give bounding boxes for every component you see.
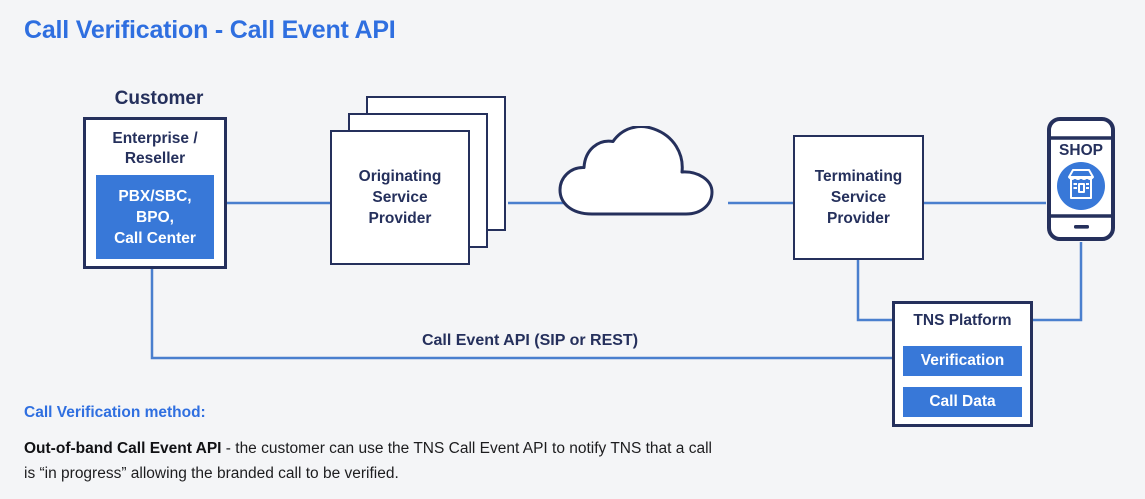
customer-box[interactable]: Enterprise / Reseller PBX/SBC, BPO, Call…: [83, 117, 227, 269]
pbx-line-3: Call Center: [114, 229, 196, 247]
osp-line-1: Originating: [358, 168, 442, 185]
footer-heading: Call Verification method:: [24, 404, 206, 421]
storefront-icon: [1068, 169, 1094, 199]
footer-body-bold: Out-of-band Call Event API: [24, 440, 222, 457]
footer-body: Out-of-band Call Event API - the custome…: [24, 436, 724, 486]
pbx-line-2: BPO,: [136, 208, 174, 226]
consumer-device-group[interactable]: SHOP: [1046, 116, 1116, 242]
phone-home-bar: [1074, 225, 1089, 229]
call-event-api-line-label: Call Event API (SIP or REST): [421, 332, 639, 349]
tns-module-verification[interactable]: Verification: [903, 346, 1022, 376]
tns-platform-title: TNS Platform: [913, 312, 1012, 329]
tsp-label: Terminating Service Provider: [815, 166, 903, 229]
wire-tsp-to-tns: [856, 260, 892, 322]
osp-line-3: Provider: [368, 210, 432, 227]
network-cloud-group: [552, 125, 742, 221]
shop-badge-circle: [1057, 162, 1105, 210]
page-title: Call Verification - Call Event API: [24, 16, 396, 44]
tsp-line-1: Terminating: [814, 168, 903, 185]
enterprise-line-2: Reseller: [124, 150, 186, 167]
pbx-sbc-bpo-call-center-box[interactable]: PBX/SBC, BPO, Call Center: [96, 175, 214, 259]
tsp-line-2: Service: [830, 189, 887, 206]
tsp-line-3: Provider: [827, 210, 890, 227]
cloud-icon: [558, 125, 714, 216]
enterprise-reseller-label: Enterprise / Reseller: [86, 129, 224, 169]
terminating-service-provider-box[interactable]: Terminating Service Provider: [793, 135, 924, 260]
tns-module-call-data[interactable]: Call Data: [903, 387, 1022, 417]
footer-body-rest: - the customer can use the TNS Call Even…: [24, 440, 712, 482]
footer-note: Call Verification method: Out-of-band Ca…: [24, 404, 724, 486]
osp-stack-card-front[interactable]: Originating Service Provider: [330, 130, 470, 265]
smartphone-shop-icon: SHOP: [1047, 117, 1115, 241]
wire-call-event-api: [150, 269, 892, 360]
phone-shop-text: SHOP: [1059, 142, 1103, 159]
osp-label: Originating Service Provider: [359, 166, 442, 229]
osp-line-2: Service: [372, 189, 428, 206]
pbx-label: PBX/SBC, BPO, Call Center: [114, 186, 196, 249]
customer-group-label: Customer: [114, 88, 204, 109]
tns-platform-box[interactable]: TNS Platform Verification Call Data: [892, 301, 1033, 427]
enterprise-line-1: Enterprise /: [112, 130, 198, 147]
pbx-line-1: PBX/SBC,: [118, 187, 192, 205]
wire-phone-to-tns: [1033, 242, 1083, 322]
originating-service-provider-group[interactable]: Originating Service Provider: [330, 96, 508, 266]
